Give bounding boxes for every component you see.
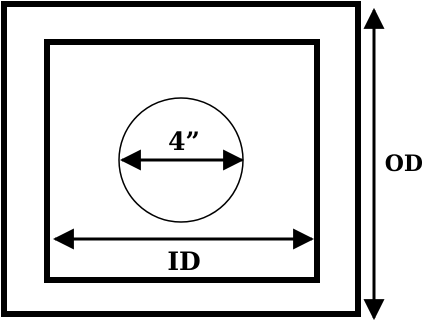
outer-square	[1, 1, 361, 317]
circle-diameter-label: 4”	[168, 127, 200, 156]
inner-square	[44, 39, 320, 283]
inner-dimension-label: ID	[167, 247, 200, 276]
outer-dimension-label: OD	[385, 151, 423, 177]
